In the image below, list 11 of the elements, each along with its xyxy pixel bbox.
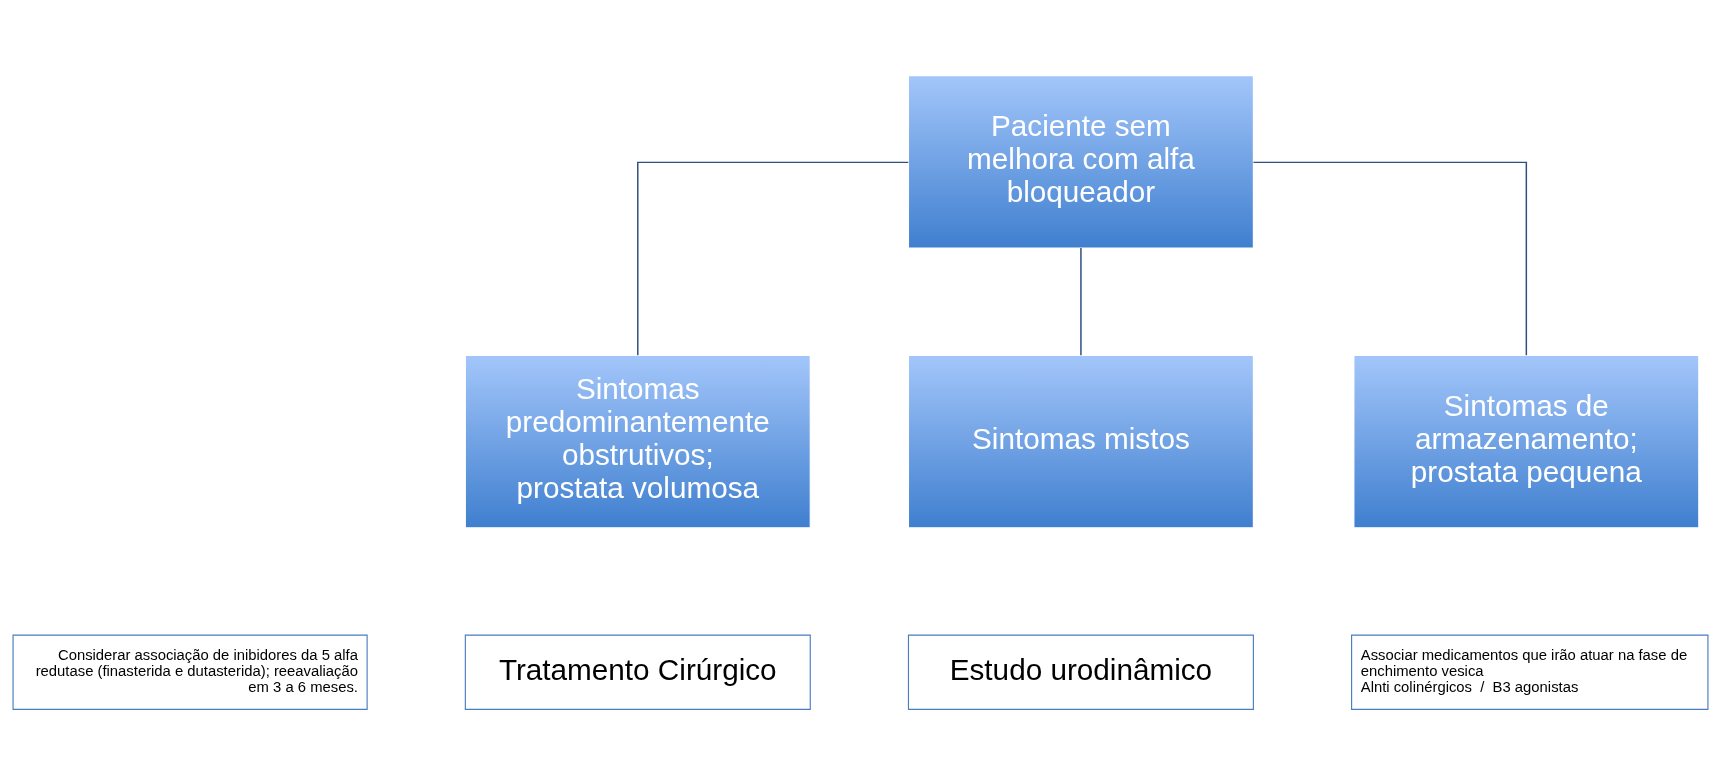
node-box: Tratamento Cirúrgico xyxy=(464,634,811,710)
node-box: Sintomas de armazenamento; prostata pequena xyxy=(1353,354,1700,528)
connector xyxy=(1252,161,1528,356)
node-box: Considerar associação de inibidores da 5 alfa redutase (finasterida e dutasterida); reeavaliação em 3 a 6 meses. xyxy=(12,634,368,710)
node-box: Paciente sem melhora com alfa bloqueador xyxy=(907,74,1254,249)
connector xyxy=(637,161,910,356)
node-box: Sintomas predominantemente obstrutivos; prostata volumosa xyxy=(464,354,811,528)
node-box: Sintomas mistos xyxy=(907,354,1254,528)
node-box: Estudo urodinâmico xyxy=(907,634,1254,710)
node-box: Associar medicamentos que irão atuar na fase de enchimento vesica Alnti colinérgicos / B3 agonistas xyxy=(1351,634,1709,710)
connector xyxy=(1080,246,1082,356)
